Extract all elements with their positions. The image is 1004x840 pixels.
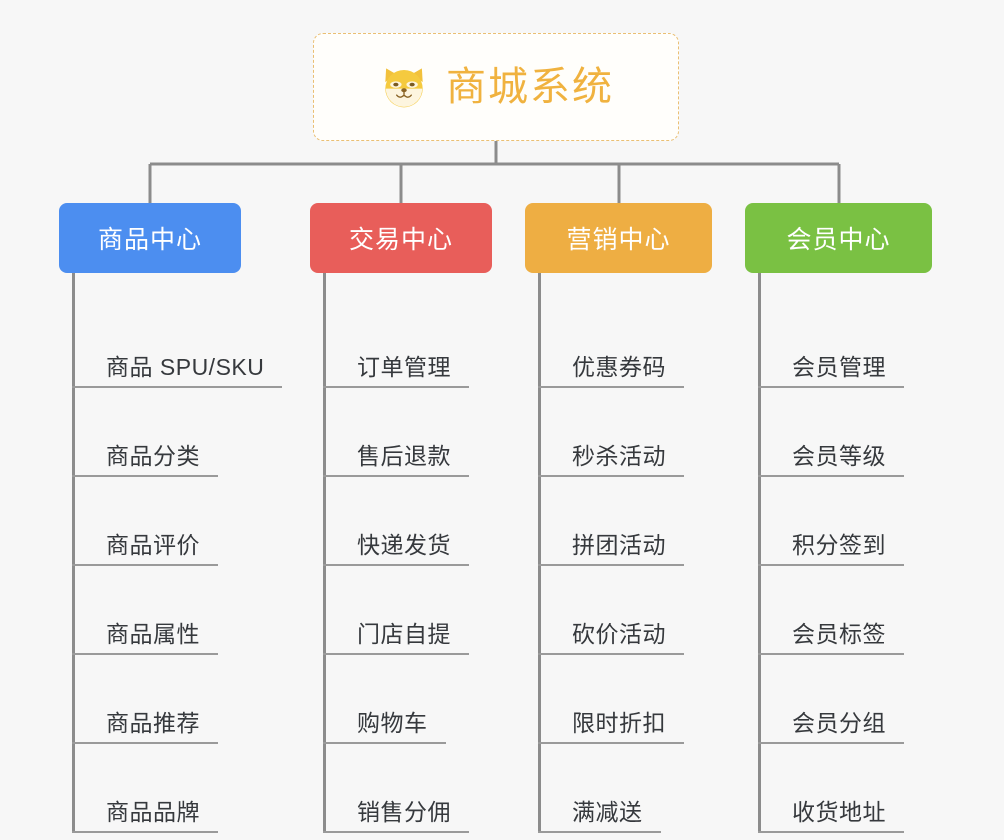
leaf-underline: 商品品牌 — [72, 798, 218, 833]
leaf-underline: 销售分佣 — [323, 798, 469, 833]
leaf-label: 销售分佣 — [357, 798, 451, 825]
leaf-item[interactable]: 商品属性 — [72, 566, 241, 655]
category-box-marketing-center[interactable]: 营销中心 — [525, 203, 712, 273]
leaf-label: 限时折扣 — [572, 709, 666, 736]
leaf-item[interactable]: 商品 SPU/SKU — [72, 299, 283, 388]
leaf-item[interactable]: 优惠券码 — [538, 299, 712, 388]
leaf-underline: 限时折扣 — [538, 709, 684, 744]
category-label: 会员中心 — [786, 226, 891, 254]
leaf-underline: 商品分类 — [72, 442, 218, 477]
category-box-trade-center[interactable]: 交易中心 — [310, 203, 492, 273]
leaf-item[interactable]: 会员等级 — [758, 388, 932, 477]
leaf-item[interactable]: 秒杀活动 — [538, 388, 712, 477]
leaf-underline: 会员等级 — [758, 442, 904, 477]
leaf-label: 商品属性 — [106, 620, 200, 647]
leaf-underline: 会员标签 — [758, 620, 904, 655]
leaf-label: 会员等级 — [792, 442, 886, 469]
leaf-underline: 会员管理 — [758, 353, 904, 388]
leaf-underline: 会员分组 — [758, 709, 904, 744]
leaf-label: 商品推荐 — [106, 709, 200, 736]
leaf-label: 秒杀活动 — [572, 442, 666, 469]
leaf-label: 会员管理 — [792, 353, 886, 380]
leaf-label: 门店自提 — [357, 620, 451, 647]
leaf-label: 商品品牌 — [106, 798, 200, 825]
leaf-item[interactable]: 会员分组 — [758, 655, 932, 744]
leaf-item[interactable]: 门店自提 — [323, 566, 492, 655]
shiba-dog-face-icon — [385, 68, 423, 108]
leaf-underline: 砍价活动 — [538, 620, 684, 655]
leaf-underline: 商品 SPU/SKU — [72, 353, 283, 388]
leaf-item[interactable]: 商品品牌 — [72, 744, 241, 833]
spine-line — [323, 273, 326, 833]
leaf-item[interactable]: 限时折扣 — [538, 655, 712, 744]
category-label: 交易中心 — [348, 226, 453, 254]
spine-line — [758, 273, 761, 833]
leaf-underline: 购物车 — [323, 709, 446, 744]
leaf-label: 积分签到 — [792, 531, 886, 558]
leaf-underline: 满减送 — [538, 798, 661, 833]
leaf-item[interactable]: 积分签到 — [758, 477, 932, 566]
leaf-underline: 商品推荐 — [72, 709, 218, 744]
leaf-label: 会员标签 — [792, 620, 886, 647]
leaf-label: 满减送 — [572, 798, 643, 825]
leaf-label: 收货地址 — [792, 798, 886, 825]
leaf-item[interactable]: 购物车 — [323, 655, 492, 744]
branch-column: 营销中心 优惠券码 秒杀活动 拼团活动 砍价活动 — [525, 203, 712, 833]
leaf-label: 订单管理 — [357, 353, 451, 380]
leaf-underline: 门店自提 — [323, 620, 469, 655]
root-node[interactable]: 商城系统 — [313, 33, 679, 141]
leaf-label: 商品分类 — [106, 442, 200, 469]
leaf-item[interactable]: 销售分佣 — [323, 744, 492, 833]
leaf-list: 商品 SPU/SKU 商品分类 商品评价 商品属性 商品推荐 — [72, 273, 283, 833]
leaf-item[interactable]: 会员标签 — [758, 566, 932, 655]
category-label: 营销中心 — [566, 226, 671, 254]
leaf-underline: 秒杀活动 — [538, 442, 684, 477]
leaf-item[interactable]: 订单管理 — [323, 299, 492, 388]
leaf-underline: 商品评价 — [72, 531, 218, 566]
branch-column: 商品中心 商品 SPU/SKU 商品分类 商品评价 商品属性 — [59, 203, 283, 833]
spine-line — [72, 273, 75, 833]
spine-line — [538, 273, 541, 833]
leaf-item[interactable]: 商品分类 — [72, 388, 241, 477]
leaf-item[interactable]: 商品评价 — [72, 477, 241, 566]
leaf-item[interactable]: 售后退款 — [323, 388, 492, 477]
leaf-underline: 售后退款 — [323, 442, 469, 477]
leaf-underline: 订单管理 — [323, 353, 469, 388]
leaf-underline: 快递发货 — [323, 531, 469, 566]
root-title: 商城系统 — [446, 65, 614, 109]
category-box-member-center[interactable]: 会员中心 — [745, 203, 932, 273]
leaf-label: 拼团活动 — [572, 531, 666, 558]
leaf-item[interactable]: 会员管理 — [758, 299, 932, 388]
leaf-underline: 商品属性 — [72, 620, 218, 655]
leaf-label: 商品 SPU/SKU — [106, 353, 265, 380]
leaf-underline: 拼团活动 — [538, 531, 684, 566]
leaf-list: 订单管理 售后退款 快递发货 门店自提 购物车 — [323, 273, 492, 833]
leaf-label: 会员分组 — [792, 709, 886, 736]
leaf-item[interactable]: 商品推荐 — [72, 655, 241, 744]
leaf-item[interactable]: 满减送 — [538, 744, 712, 833]
leaf-item[interactable]: 快递发货 — [323, 477, 492, 566]
leaf-label: 商品评价 — [106, 531, 200, 558]
leaf-underline: 优惠券码 — [538, 353, 684, 388]
branch-column: 会员中心 会员管理 会员等级 积分签到 会员标签 — [745, 203, 932, 833]
leaf-underline: 积分签到 — [758, 531, 904, 566]
leaf-label: 砍价活动 — [572, 620, 666, 647]
leaf-label: 售后退款 — [357, 442, 451, 469]
leaf-item[interactable]: 砍价活动 — [538, 566, 712, 655]
category-box-product-center[interactable]: 商品中心 — [59, 203, 241, 273]
leaf-label: 优惠券码 — [572, 353, 666, 380]
leaf-item[interactable]: 收货地址 — [758, 744, 932, 833]
category-label: 商品中心 — [97, 226, 202, 254]
leaf-list: 会员管理 会员等级 积分签到 会员标签 会员分组 — [758, 273, 932, 833]
leaf-label: 购物车 — [357, 709, 428, 736]
leaf-list: 优惠券码 秒杀活动 拼团活动 砍价活动 限时折扣 — [538, 273, 712, 833]
leaf-label: 快递发货 — [357, 531, 451, 558]
leaf-item[interactable]: 拼团活动 — [538, 477, 712, 566]
leaf-underline: 收货地址 — [758, 798, 904, 833]
branch-column: 交易中心 订单管理 售后退款 快递发货 门店自提 — [310, 203, 492, 833]
